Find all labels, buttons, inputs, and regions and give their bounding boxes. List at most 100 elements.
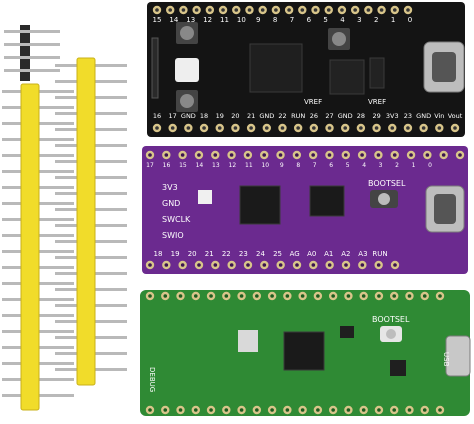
black-bottom-pin-label: 26 [310, 112, 318, 120]
purple-top-pin-label: 14 [196, 162, 204, 169]
pin-hole [278, 153, 283, 157]
black-top-pin-label: 6 [307, 16, 312, 24]
pin-hole [224, 294, 229, 298]
pin-hole [326, 8, 331, 12]
pin-hole [392, 8, 397, 12]
black-top-pin-label: 10 [237, 16, 246, 24]
pin-hole [164, 263, 169, 267]
pin-hole [390, 126, 395, 130]
purple-side-label: GND [162, 199, 180, 208]
pin-hole [311, 153, 315, 157]
pin-hole [453, 126, 457, 130]
pin-hole [316, 294, 320, 298]
black-top-pin-label: 11 [220, 16, 229, 24]
black-top-pin-label: 5 [323, 16, 327, 24]
pin-hole [270, 408, 274, 412]
pin-hole [458, 153, 462, 157]
purple-top-pin-label: 17 [146, 162, 154, 169]
black-mcu-chip [249, 43, 303, 93]
pin-hole [392, 408, 397, 412]
header-pin [4, 56, 60, 59]
black-top-pin-label: 0 [408, 16, 412, 24]
pin-hole [425, 153, 430, 157]
black-bottom-pin-label: 23 [404, 112, 412, 120]
purple-bootsel-label: BOOTSEL [368, 179, 406, 188]
purple-bottom-pin-label: 25 [273, 250, 282, 258]
purple-top-pin-label: 12 [229, 162, 237, 169]
pin-hole [178, 408, 183, 412]
purple-bottom-pin-label: A2 [341, 250, 350, 258]
purple-top-pin-label: 8 [296, 162, 300, 169]
pin-hole [163, 408, 168, 412]
header-pin [4, 43, 60, 46]
purple-top-pin-label: 2 [395, 162, 399, 169]
pin-hole [360, 263, 365, 267]
pin-hole [197, 263, 201, 267]
pin-hole [422, 294, 427, 298]
purple-side-label: SWCLK [162, 215, 191, 224]
pin-hole [180, 263, 185, 267]
pin-hole [221, 8, 225, 12]
black-bottom-pin-label: 29 [372, 112, 380, 120]
pin-hole [374, 126, 379, 130]
green-usb-port [445, 335, 471, 377]
purple-top-pin-label: 4 [362, 162, 366, 169]
green-board: BOOTSEL DEBUG USB [140, 290, 471, 416]
black-vref-label-2: VREF [368, 98, 386, 106]
purple-bottom-pin-label: 24 [256, 250, 265, 258]
pin-hole [202, 126, 206, 130]
purple-top-pin-label: 0 [428, 162, 432, 169]
pin-hole [377, 294, 381, 298]
green-mcu-chip [283, 331, 325, 371]
black-top-pin-label: 1 [391, 16, 395, 24]
pin-hole [340, 8, 344, 12]
purple-top-pin-label: 11 [245, 162, 253, 169]
purple-top-pin-label: 10 [261, 162, 269, 169]
black-bottom-pin-label: 22 [278, 112, 286, 120]
black-bottom-pin-label: GND [259, 112, 274, 120]
pin-hole [148, 153, 152, 157]
purple-bottom-pin-label: A0 [307, 250, 316, 258]
black-top-pin-label: 9 [256, 16, 260, 24]
black-top-pin-label: 8 [273, 16, 277, 24]
pin-hole [280, 126, 285, 130]
pin-hole [193, 408, 198, 412]
black-top-pin-label: 7 [290, 16, 294, 24]
pin-hole [379, 8, 384, 12]
pin-hole [186, 126, 191, 130]
pin-hole [331, 294, 335, 298]
black-bottom-pin-label: GND [181, 112, 196, 120]
pin-hole [155, 126, 159, 130]
pin-hole [193, 294, 198, 298]
pin-hole [421, 126, 426, 130]
purple-mcu-chip [239, 185, 281, 225]
black-bottom-pin-label: 3V3 [386, 112, 399, 120]
pin-hole [249, 126, 253, 130]
pin-hole [300, 294, 305, 298]
black-bottom-pin-label: 27 [325, 112, 333, 120]
pin-hole [295, 153, 299, 157]
pin-hole [148, 408, 152, 412]
pin-hole [287, 8, 291, 12]
green-debug-label: DEBUG [148, 367, 156, 392]
black-top-pin-label: 3 [357, 16, 361, 24]
pin-hole [392, 153, 397, 157]
purple-bottom-pin-label: 19 [171, 250, 180, 258]
pin-hole [247, 8, 252, 12]
pin-hole [197, 153, 201, 157]
black-bottom-pin-label: 28 [357, 112, 365, 120]
purple-top-pin-label: 6 [329, 162, 333, 169]
pin-hole [255, 408, 259, 412]
pin-hole [360, 153, 364, 157]
black-bottom-pin-label: 20 [231, 112, 239, 120]
purple-top-pin-label: 3 [379, 162, 383, 169]
purple-top-pin-label: 15 [179, 162, 187, 169]
pin-hole [376, 263, 381, 267]
black-top-pin-label: 12 [203, 16, 212, 24]
pin-hole [213, 263, 218, 267]
pin-hole [313, 8, 318, 12]
black-bottom-pin-label: 21 [247, 112, 255, 120]
pin-hole [346, 294, 351, 298]
